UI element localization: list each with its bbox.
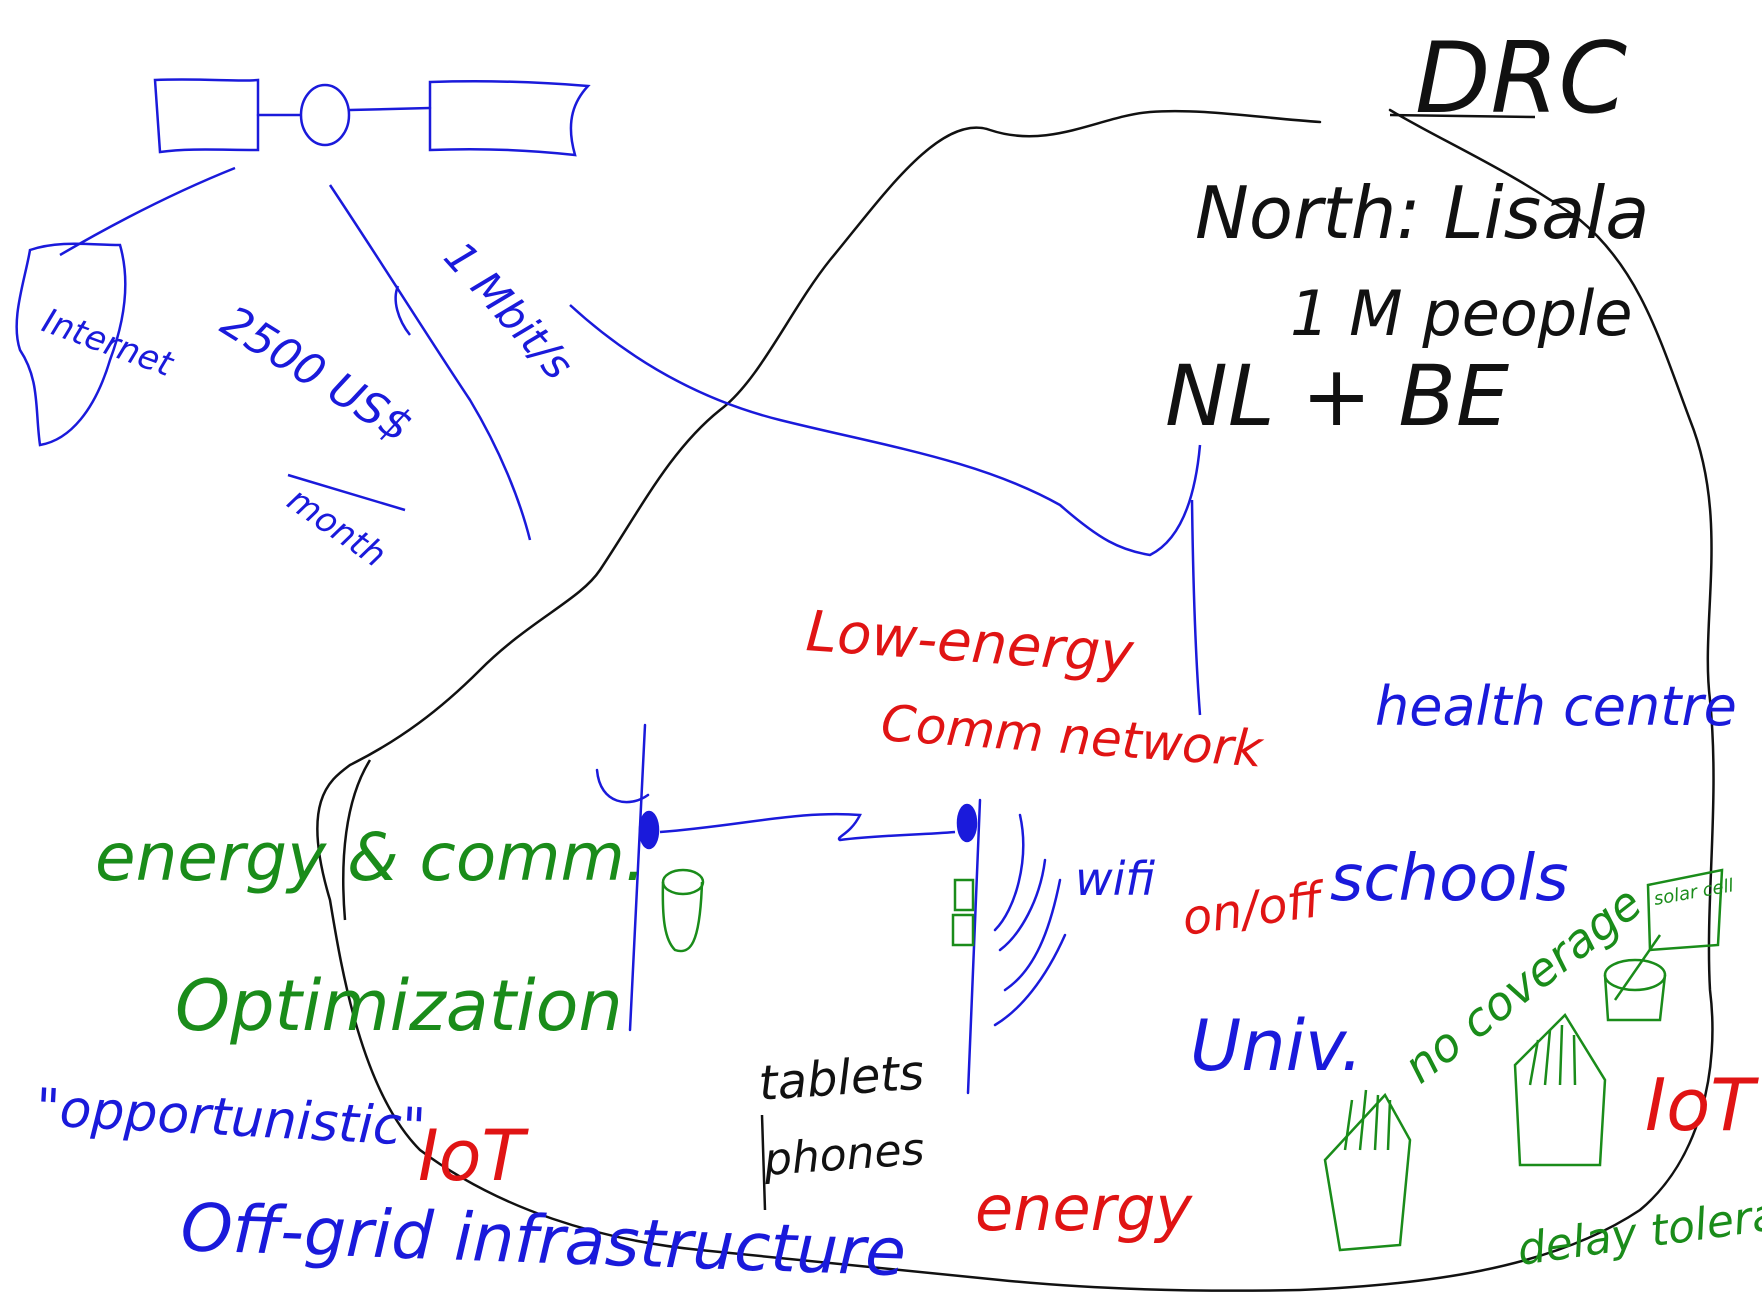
africa-map-icon (15, 242, 127, 447)
energy-red-label: energy (975, 1172, 1193, 1245)
schools-label: schools (1330, 842, 1569, 916)
antenna-tower-icon (595, 723, 660, 1032)
univ-label: Univ. (1190, 1005, 1363, 1087)
delay-tolerance-label: delay tolerance (1514, 1178, 1762, 1276)
health-centre-label: health centre (1375, 675, 1737, 738)
month-label: month (280, 480, 393, 576)
link-ground-to-drc (569, 304, 1202, 557)
comm-network-label: Comm network (879, 694, 1266, 779)
satellite-icon (153, 78, 591, 157)
onoff-label: on/off (1179, 871, 1331, 947)
drc-underline (1389, 113, 1536, 119)
optimization-label: Optimization (175, 965, 623, 1047)
wifi-label: wifi (1075, 852, 1155, 906)
fiber-line (1190, 499, 1202, 716)
nlbe-label: NL + BE (1165, 347, 1509, 445)
energy-comm-label: energy & comm. (95, 819, 646, 896)
north-label: North: Lisala (1195, 171, 1649, 255)
house-icon (1323, 1089, 1412, 1252)
iot-left-label: IoT (418, 1115, 529, 1197)
offgrid-label: Off-grid infrastructure (179, 1189, 907, 1291)
wifi-waves-icon (993, 813, 1067, 1027)
house-icon (1513, 1012, 1607, 1167)
people-label: 1 M people (1290, 277, 1633, 350)
mbits-label: 1 Mbit/s (435, 232, 583, 389)
devices-line (760, 1114, 767, 1211)
iot-right-label: IoT (1645, 1063, 1759, 1147)
link-sat-to-internet (59, 166, 236, 257)
cost-fraction-bar (287, 473, 406, 512)
drc-title: DRC (1415, 22, 1628, 136)
tablets-label: tablets (757, 1045, 926, 1112)
antenna-tower-icon (956, 798, 982, 1095)
drc-outline (316, 108, 1715, 1292)
link-sat-squiggle (394, 285, 411, 336)
opportunistic-label: "opportunistic" (34, 1078, 427, 1158)
battery-icon (951, 878, 975, 947)
link-sat-to-ground (328, 184, 532, 541)
solar-panel-icon (1603, 868, 1724, 1022)
radio-link (659, 812, 956, 842)
phones-label: phones (761, 1124, 926, 1186)
drc-outline-left-edge (342, 759, 372, 921)
low-energy-label: Low-energy (804, 599, 1136, 687)
internet-label: Internet (37, 301, 180, 386)
battery-icon (661, 868, 705, 953)
cost-label: 2500 US$ (212, 296, 421, 453)
